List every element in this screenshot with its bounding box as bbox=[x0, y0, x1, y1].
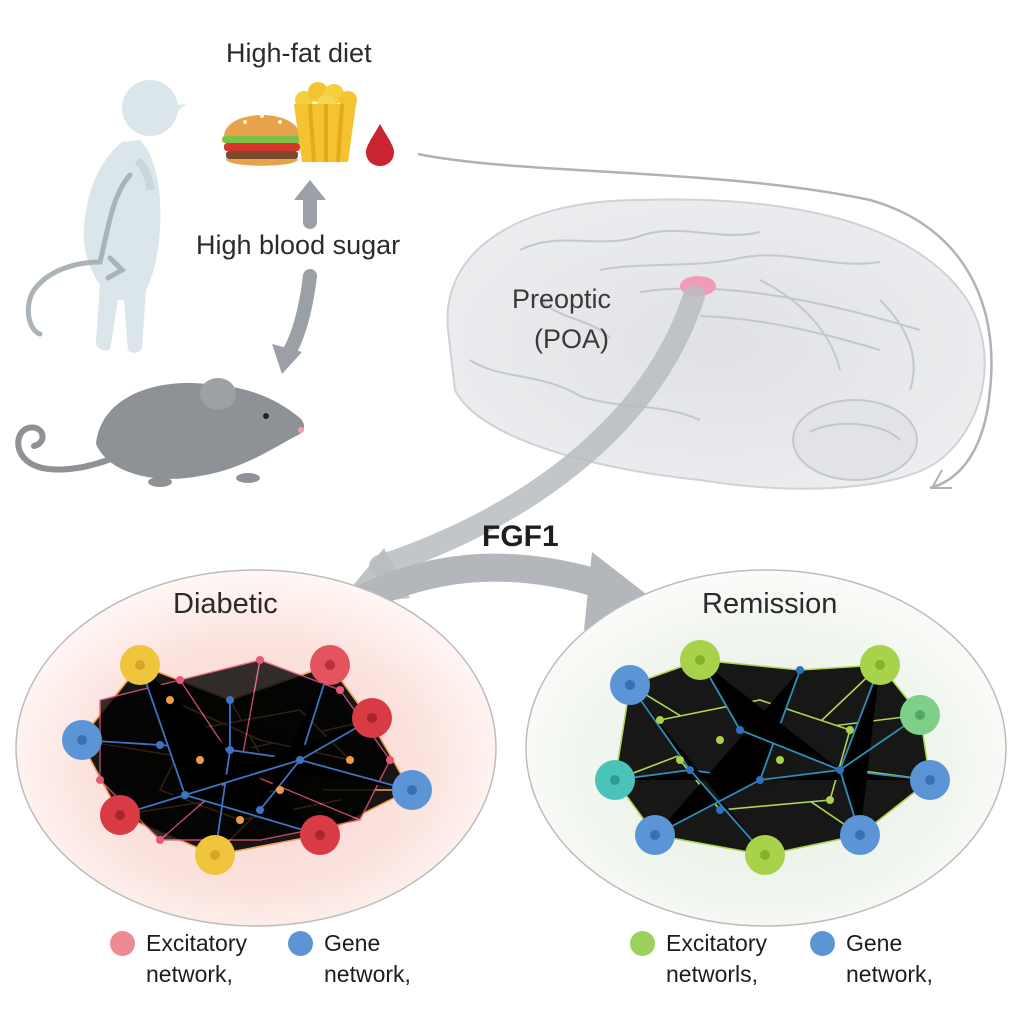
legend-dot-excitatory bbox=[110, 931, 135, 956]
legend-label-line1: Excitatory bbox=[146, 930, 247, 956]
diabetic-network bbox=[62, 645, 432, 875]
legend-label-line2: networls, bbox=[666, 961, 759, 987]
diabetic-label: Diabetic bbox=[173, 588, 278, 620]
legend-label-line1: Excitatory bbox=[666, 930, 767, 956]
legend-label-line1: Gene bbox=[846, 930, 903, 956]
human-tail-icon bbox=[25, 172, 133, 337]
legend-dot-excitatory bbox=[630, 931, 655, 956]
fgf1-arrow bbox=[346, 553, 614, 614]
legend-dot-gene bbox=[810, 931, 835, 956]
blood-sugar-label: High blood sugar bbox=[196, 230, 401, 260]
fgf1-label: FGF1 bbox=[482, 520, 559, 553]
sugar-mouse-arrow bbox=[281, 269, 317, 361]
popcorn-icon bbox=[294, 82, 357, 163]
diet-to-brain-line bbox=[417, 152, 993, 490]
burger-icon bbox=[222, 114, 302, 166]
legend-label-line2: network, bbox=[146, 961, 233, 987]
legend-label-line2: network, bbox=[846, 961, 933, 987]
legend-label-line2: network, bbox=[324, 961, 411, 987]
legend-label-line1: Gene bbox=[324, 930, 381, 956]
poa-to-diabetic-arrow bbox=[369, 285, 705, 577]
mouse-icon bbox=[15, 378, 305, 487]
brain-icon bbox=[446, 198, 986, 490]
legend-dot-gene bbox=[288, 931, 313, 956]
poa-label-line2: (POA) bbox=[534, 324, 610, 354]
human-silhouette-icon bbox=[83, 80, 186, 353]
poa-label-line1: Preoptic bbox=[512, 284, 612, 314]
remission-label: Remission bbox=[702, 588, 838, 620]
diet-label: High-fat diet bbox=[226, 38, 372, 68]
blood-drop-icon bbox=[366, 124, 394, 166]
remission-network bbox=[595, 640, 950, 875]
